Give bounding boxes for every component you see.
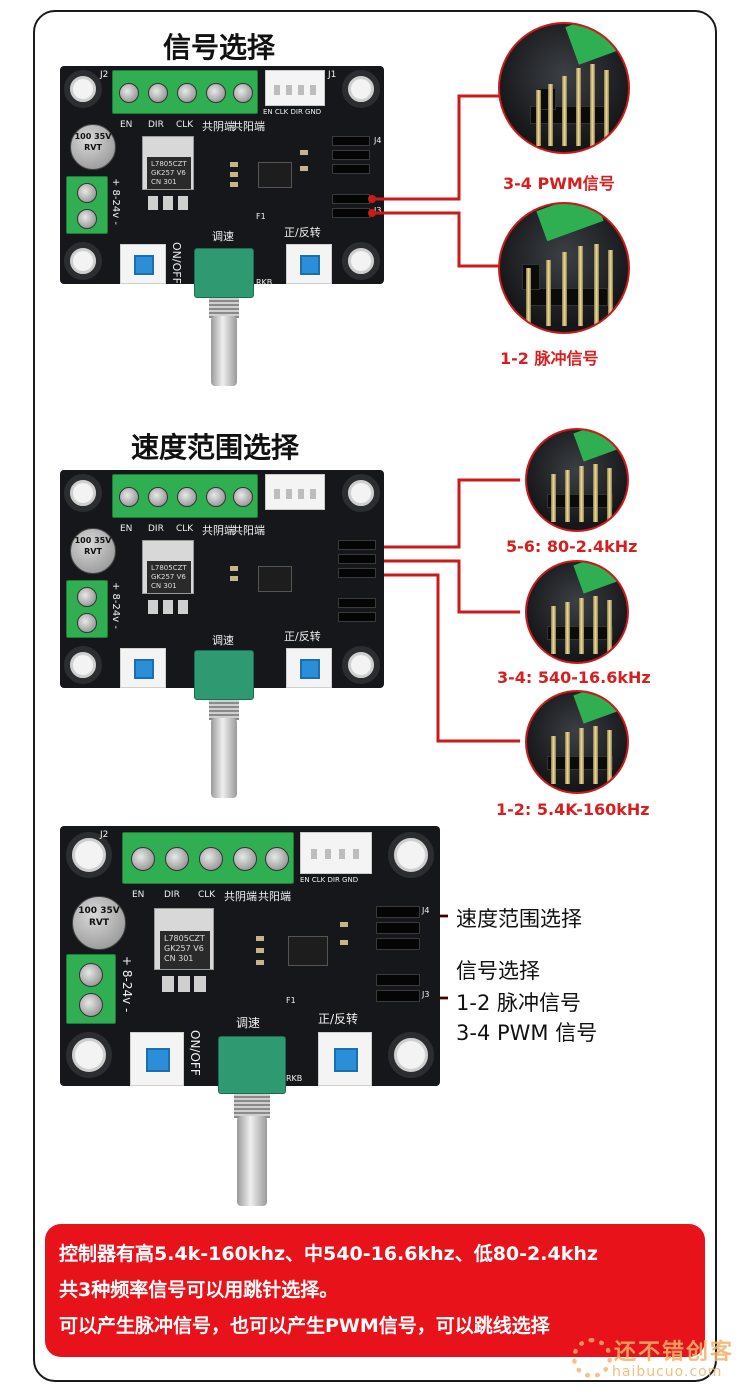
label-pwm-signal: 3-4 PWM信号	[503, 174, 615, 193]
mount-hole	[64, 242, 102, 280]
section1-title: 信号选择	[163, 31, 276, 64]
screw-icon	[148, 83, 168, 103]
capacitor: 100 35V RVT	[70, 528, 116, 574]
silk-direction: 正/反转	[284, 226, 321, 239]
silk-en: EN	[132, 890, 145, 900]
note-line-2: 共3种频率信号可以用跳针选择。	[59, 1279, 339, 1301]
speed-potentiometer	[218, 1036, 286, 1094]
jumper-detail-pulse	[498, 202, 630, 334]
silk-speed: 调速	[236, 1016, 261, 1030]
regulator-text: L7805CZT GK257 V6 CN 301	[160, 931, 210, 969]
silk-common-cathode: 共阴端	[224, 890, 257, 903]
signal-terminal-block	[112, 70, 258, 114]
silk-power: + 8-24v -	[120, 956, 134, 1013]
mount-hole	[342, 242, 380, 280]
silk-direction: 正/反转	[318, 1012, 359, 1026]
silk-rkb: RKB	[286, 1074, 303, 1083]
label-signal-select: 信号选择	[456, 959, 540, 983]
ic-chip	[258, 162, 292, 188]
label-range-low: 5-6: 80-2.4kHz	[506, 537, 638, 556]
board-3: J2 EN DIR CLK 共阴端 共阳端 EN CLK DIR GND 100…	[60, 826, 440, 1086]
note-line-1: 控制器有高5.4k-160khz、中540-16.6khz、低80-2.4khz	[59, 1243, 598, 1265]
note-line-3: 可以产生脉冲信号，也可以产生PWM信号，可以跳线选择	[59, 1315, 550, 1337]
power-terminal-block	[66, 176, 108, 234]
silk-common-anode: 共阳端	[232, 524, 265, 537]
silk-direction: 正/反转	[284, 630, 321, 643]
label-range-high: 1-2: 5.4K-160kHz	[496, 800, 650, 819]
silk-en: EN	[120, 524, 133, 534]
silk-f1: F1	[286, 996, 296, 1005]
mount-hole	[342, 70, 380, 108]
silk-j4: J4	[374, 136, 382, 145]
silk-onoff: ON/OFF	[170, 242, 183, 284]
silk-speed: 调速	[212, 634, 234, 647]
jumper-header	[332, 150, 370, 160]
signal-terminal-block	[112, 474, 258, 518]
silk-dir: DIR	[148, 120, 164, 130]
regulator-text: L7805CZT GK257 V6 CN 301	[147, 561, 191, 593]
label-speed-range: 速度范围选择	[456, 907, 582, 931]
silk-j2: J2	[100, 70, 109, 80]
silk-j4: J4	[422, 906, 430, 915]
capacitor: 100 35V RVT	[70, 124, 116, 170]
onoff-button	[120, 244, 166, 284]
screw-icon	[206, 83, 226, 103]
label-range-mid: 3-4: 540-16.6kHz	[497, 668, 651, 687]
watermark: 还不错创客 haibucuo.com	[572, 1332, 732, 1388]
screw-icon	[77, 183, 97, 203]
silk-j3: J3	[374, 206, 382, 215]
capacitor: 100 35V RVT	[72, 896, 126, 950]
watermark-cn: 还不错创客	[614, 1340, 735, 1365]
silk-onoff: ON/OFF	[188, 1030, 202, 1076]
silk-power: + 8-24v -	[110, 582, 121, 629]
silk-dir: DIR	[164, 890, 180, 900]
silk-common-anode: 共阳端	[232, 120, 265, 133]
silk-common-cathode: 共阴端	[202, 120, 235, 133]
jumper-header	[332, 164, 370, 174]
jumper-detail-mid	[525, 560, 629, 664]
silk-rkb: RKB	[256, 278, 273, 287]
description-box: 控制器有高5.4k-160khz、中540-16.6khz、低80-2.4khz…	[45, 1224, 705, 1357]
gear-icon	[572, 1338, 612, 1378]
jumper-detail-low	[525, 428, 629, 532]
silk-clk: CLK	[176, 120, 194, 130]
silk-f1: F1	[256, 212, 266, 221]
silk-j3: J3	[422, 990, 430, 999]
screw-icon	[77, 209, 97, 229]
jumper-header	[332, 208, 370, 218]
mount-hole	[64, 70, 102, 108]
silk-speed: 调速	[212, 230, 234, 243]
silk-power: + 8-24v -	[110, 178, 121, 225]
screw-icon	[177, 83, 197, 103]
silk-j1: J1	[328, 70, 337, 80]
label-pulse-signal: 1-2 脉冲信号	[500, 349, 599, 368]
screw-icon	[233, 83, 253, 103]
silk-en: EN	[120, 120, 133, 130]
label-pulse: 1-2 脉冲信号	[456, 991, 581, 1015]
voltage-regulator: L7805CZT GK257 V6 CN 301	[142, 136, 194, 190]
label-pwm: 3-4 PWM 信号	[456, 1021, 598, 1045]
4pin-connector	[265, 70, 325, 106]
direction-button	[286, 244, 332, 284]
silk-conn-labels: EN CLK DIR GND	[263, 108, 322, 116]
silk-conn-labels: EN CLK DIR GND	[300, 876, 359, 884]
speed-potentiometer	[194, 650, 254, 700]
watermark-en: haibucuo.com	[612, 1364, 723, 1380]
silk-clk: CLK	[198, 890, 216, 900]
speed-potentiometer	[194, 248, 254, 298]
silk-dir: DIR	[148, 524, 164, 534]
jumper-header	[332, 194, 370, 204]
silk-common-cathode: 共阴端	[202, 524, 235, 537]
jumper-detail-high	[525, 690, 629, 794]
potentiometer-shaft	[211, 316, 237, 386]
silk-j2: J2	[100, 830, 109, 840]
silk-common-anode: 共阳端	[258, 890, 291, 903]
silk-clk: CLK	[176, 524, 194, 534]
jumper-detail-pwm	[498, 22, 630, 154]
screw-icon	[119, 83, 139, 103]
jumper-header	[332, 136, 370, 146]
section2-title: 速度范围选择	[131, 431, 300, 464]
